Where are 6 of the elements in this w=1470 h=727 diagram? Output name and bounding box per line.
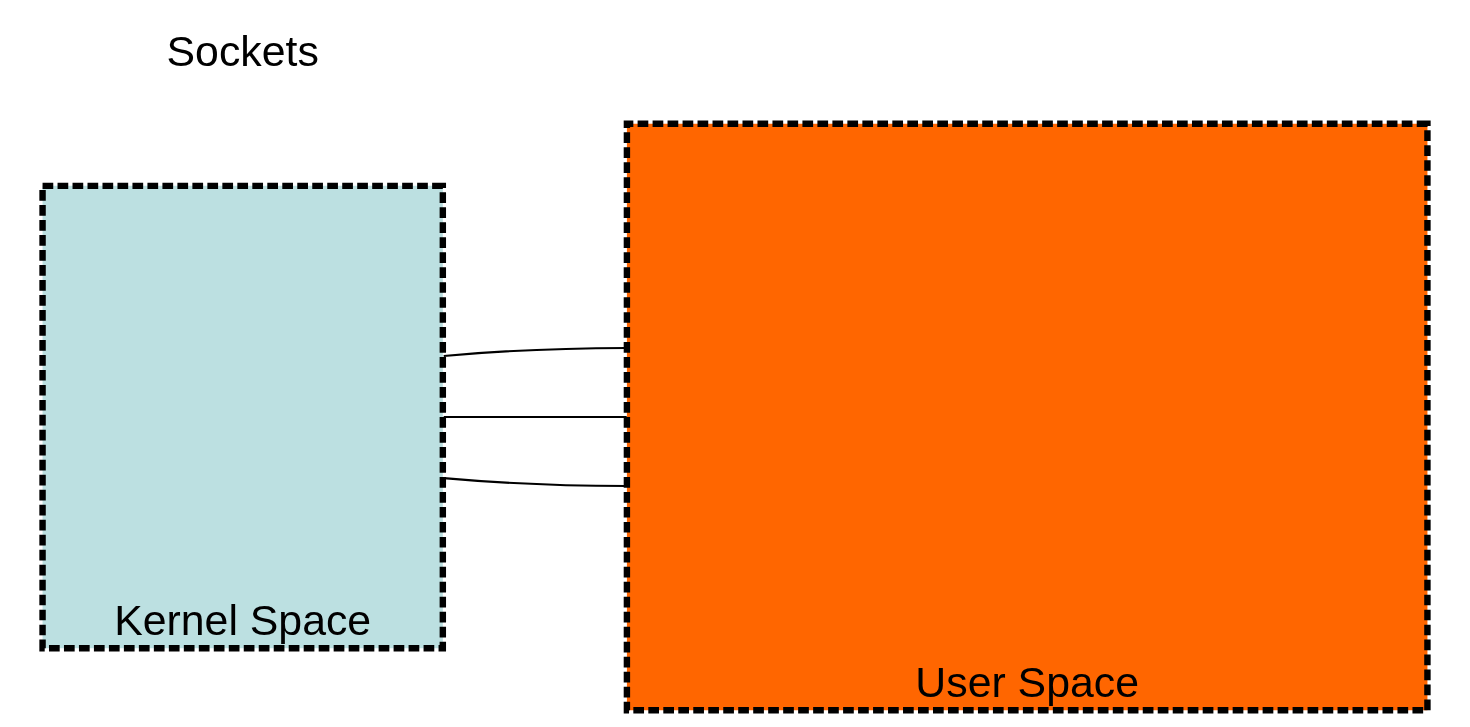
node-box: User Space bbox=[623, 120, 1431, 714]
connector bbox=[443, 415, 627, 419]
connector bbox=[443, 346, 627, 357]
label: Sockets bbox=[166, 26, 319, 75]
connector bbox=[443, 477, 627, 488]
node-box: Kernel Space bbox=[39, 182, 447, 652]
